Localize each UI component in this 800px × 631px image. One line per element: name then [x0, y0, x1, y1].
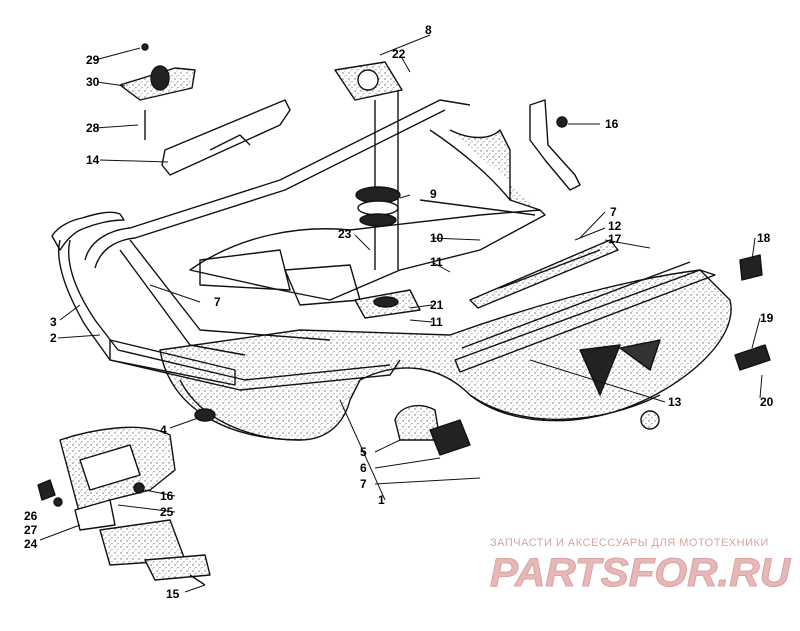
callout-7-bottom: 7	[360, 477, 367, 491]
callout-3: 3	[50, 315, 57, 329]
callout-19: 19	[760, 311, 774, 325]
callout-5: 5	[360, 445, 367, 459]
watermark-logo: PARTSFOR.RU	[490, 551, 792, 595]
grommet-18	[739, 254, 763, 281]
callout-24: 24	[24, 537, 38, 551]
callout-16-right: 16	[605, 117, 619, 131]
callout-12: 12	[608, 219, 622, 233]
callout-4: 4	[160, 423, 167, 437]
callout-20: 20	[760, 395, 774, 409]
svg-text:PARTSFOR.RU: PARTSFOR.RU	[490, 551, 791, 594]
watermark-subtitle: ЗАПЧАСТИ И АКСЕССУАРЫ ДЛЯ МОТОТЕХНИКИ	[490, 537, 769, 549]
callout-13: 13	[668, 395, 682, 409]
callout-2: 2	[50, 331, 57, 345]
callout-27: 27	[24, 523, 38, 537]
callout-29: 29	[86, 53, 100, 67]
callout-7-left: 7	[214, 295, 221, 309]
callout-14: 14	[86, 153, 100, 167]
callout-7-right: 7	[610, 205, 617, 219]
callout-25: 25	[160, 505, 174, 519]
callout-17: 17	[608, 232, 622, 246]
badge-plate	[734, 344, 771, 371]
callout-28: 28	[86, 121, 100, 135]
callout-8: 8	[425, 23, 432, 37]
bumper-rail	[84, 99, 471, 261]
plug-4	[194, 408, 216, 422]
callout-26: 26	[24, 509, 38, 523]
callout-18: 18	[757, 231, 771, 245]
hood-flange	[161, 99, 291, 176]
front-bumper	[58, 239, 401, 391]
callout-30: 30	[86, 75, 100, 89]
callout-22: 22	[392, 47, 406, 61]
callout-16-left: 16	[160, 489, 174, 503]
callout-23: 23	[338, 227, 352, 241]
callout-11-a: 11	[430, 255, 443, 269]
callout-1: 1	[378, 493, 385, 507]
callout-9: 9	[430, 187, 437, 201]
callout-11-b: 11	[430, 315, 443, 329]
callout-10: 10	[430, 231, 444, 245]
callout-15: 15	[166, 587, 180, 601]
bracket-16	[529, 99, 581, 191]
callout-21: 21	[430, 298, 444, 312]
callout-6: 6	[360, 461, 367, 475]
plug-13	[640, 410, 660, 430]
